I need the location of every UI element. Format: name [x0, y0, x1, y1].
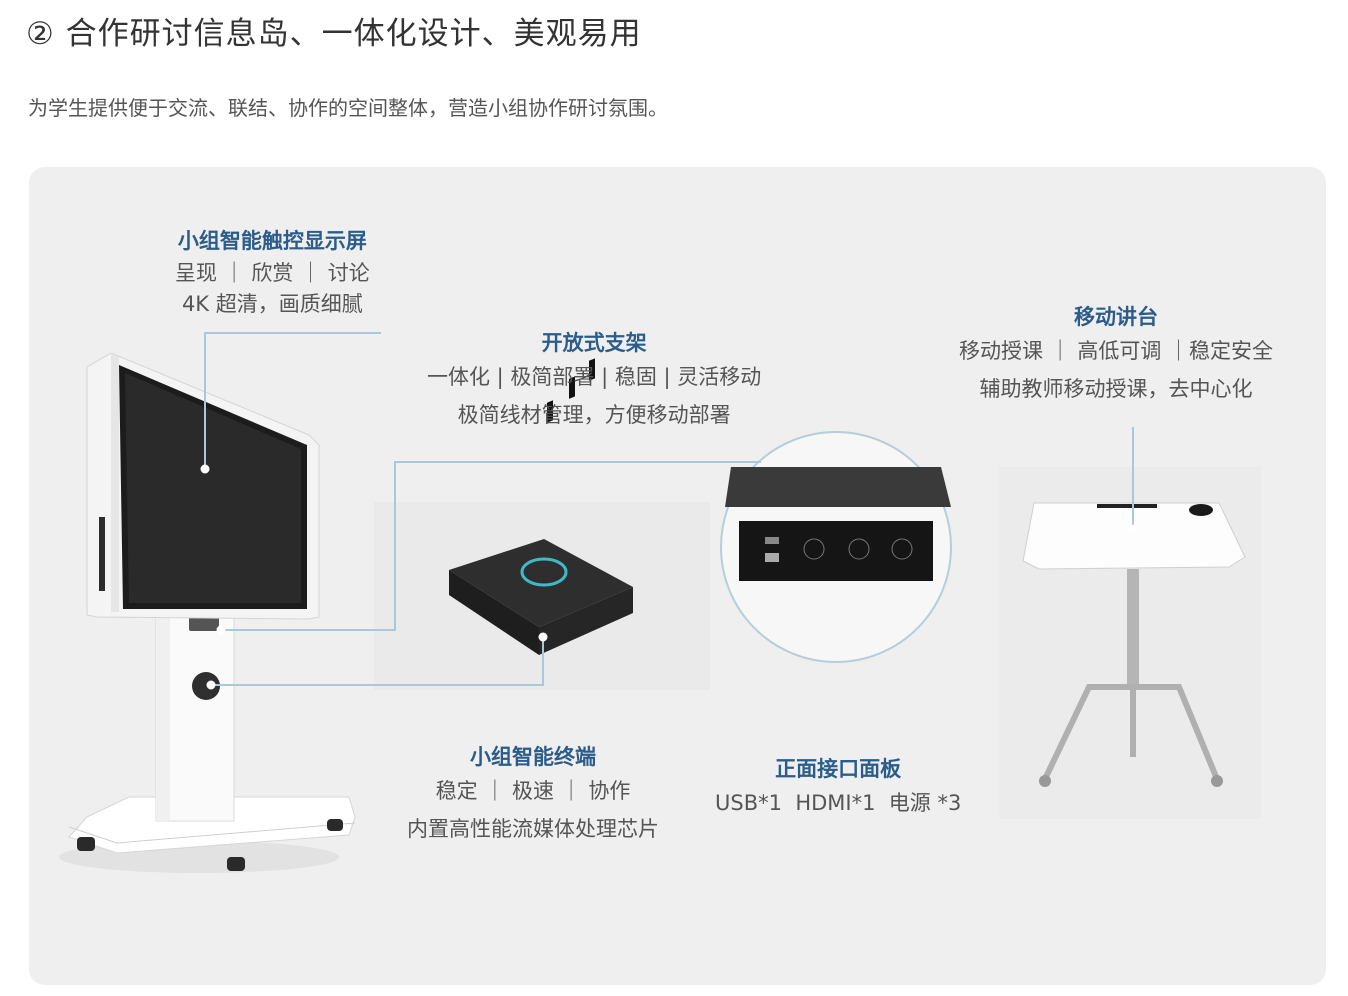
terminal-feature-label: 小组智能终端 稳定 ｜ 极速 ｜ 协作 内置高性能流媒体处理芯片: [407, 741, 659, 847]
product-panel: 小组智能触控显示屏 呈现 ｜ 欣赏 ｜ 讨论 4K 超清，画质细腻 开放式支架 …: [29, 167, 1326, 985]
stand-feature-tags: 一体化 | 极简部署 | 稳固 | 灵活移动: [427, 365, 762, 389]
terminal-feature-desc: 内置高性能流媒体处理芯片: [407, 817, 659, 841]
interface-feature-ports: USB*1 HDMI*1 电源 *3: [715, 791, 962, 815]
page-title: ② 合作研讨信息岛、一体化设计、美观易用: [26, 16, 642, 52]
display-feature-title: 小组智能触控显示屏: [177, 229, 367, 253]
interface-feature-title: 正面接口面板: [775, 757, 902, 781]
podium-illustration: [999, 467, 1261, 819]
display-stand-illustration: [59, 352, 356, 873]
product-illustration: [59, 332, 1261, 873]
display-feature-desc: 4K 超清，画质细腻: [181, 292, 363, 316]
podium-feature-desc: 辅助教师移动授课，去中心化: [979, 377, 1253, 401]
interface-feature-label: 正面接口面板 USB*1 HDMI*1 电源 *3: [715, 753, 961, 823]
page-subtitle: 为学生提供便于交流、联结、协作的空间整体，营造小组协作研讨氛围。: [28, 96, 668, 120]
terminal-feature-title: 小组智能终端: [470, 745, 596, 769]
stand-feature-desc: 极简线材管理，方便移动部署: [457, 403, 731, 427]
display-feature-tags: 呈现 ｜ 欣赏 ｜ 讨论: [175, 261, 370, 285]
podium-feature-label: 移动讲台 移动授课 ｜ 高低可调 ｜稳定安全 辅助教师移动授课，去中心化: [959, 301, 1273, 407]
podium-feature-tags: 移动授课 ｜ 高低可调 ｜稳定安全: [959, 339, 1274, 363]
podium-feature-title: 移动讲台: [1074, 305, 1159, 329]
terminal-feature-tags: 稳定 ｜ 极速 ｜ 协作: [435, 779, 631, 803]
stand-feature-label: 开放式支架 一体化 | 极简部署 | 稳固 | 灵活移动 极简线材管理，方便移动…: [427, 327, 761, 433]
display-feature-label: 小组智能触控显示屏 呈现 ｜ 欣赏 ｜ 讨论 4K 超清，画质细腻: [175, 225, 370, 317]
callout-lines: [204, 332, 1134, 686]
callout-dots: [200, 464, 1138, 690]
interface-panel-illustration: [720, 431, 952, 663]
stand-feature-title: 开放式支架: [541, 331, 647, 355]
